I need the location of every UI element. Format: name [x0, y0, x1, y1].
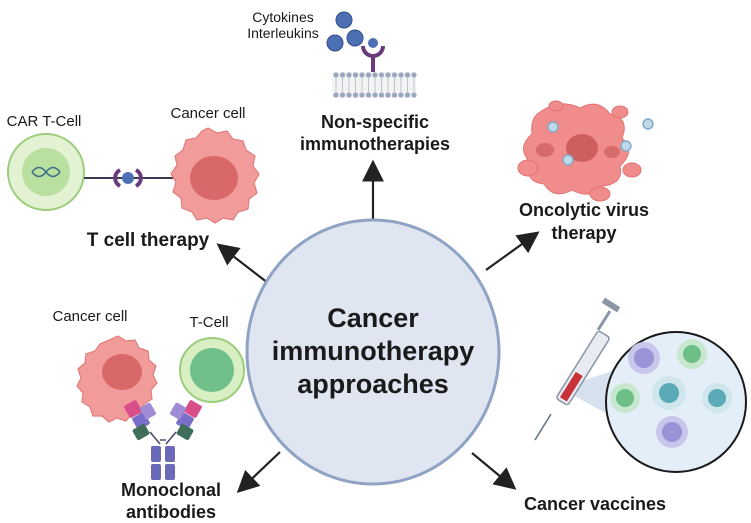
arrow-to-vaccines: [471, 452, 517, 490]
arrows: [216, 159, 540, 494]
immune-cells-icon: [610, 339, 732, 448]
center-title-line3: approaches: [297, 369, 449, 399]
center-circle: [245, 218, 501, 486]
cytokine-ball-icon: [335, 11, 353, 29]
lipid-head: [391, 72, 398, 78]
nonspecific-group: Cytokines Interleukins Non-specific immu…: [247, 9, 450, 154]
lipid-head: [359, 92, 365, 98]
tcell-therapy-group: CAR T-Cell Cancer cell T cell therapy: [7, 105, 260, 251]
lipid-head: [365, 92, 372, 98]
lipid-head: [339, 92, 346, 98]
cancer-nucleus-icon: [102, 354, 142, 390]
lipid-head: [398, 92, 404, 98]
lipid-head: [404, 92, 411, 98]
lipid-head: [391, 92, 398, 98]
bound-cytokine-icon: [368, 38, 378, 48]
monoclonal-title-line2: antibodies: [126, 502, 216, 522]
virus-icon: [547, 118, 654, 166]
arrow-to-tcell-therapy: [216, 243, 269, 284]
lipid-head: [398, 72, 404, 78]
tcell-nucleus-icon: [190, 348, 234, 392]
lipid-head: [352, 72, 359, 78]
lipid-head: [339, 72, 346, 78]
lipid-head: [378, 72, 385, 78]
oncolytic-title-line1: Oncolytic virus: [519, 200, 649, 220]
car-receptor-icon: [113, 168, 122, 188]
oncolytic-title-line2: therapy: [551, 223, 616, 243]
vaccines-group: Cancer vaccines: [524, 297, 747, 514]
arrow-to-oncolytic: [485, 231, 540, 271]
tumor-nucleus-icon: [536, 143, 554, 157]
nonspecific-title-line2: immunotherapies: [300, 134, 450, 154]
cancer-cell-label-bottom: Cancer cell: [52, 308, 127, 325]
center-title-line2: immunotherapy: [272, 336, 475, 366]
lipid-head: [404, 72, 411, 78]
lipid-head: [411, 72, 417, 78]
antigen-receptor-icon: [134, 168, 143, 188]
lipid-head: [359, 72, 365, 78]
lipid-head: [365, 72, 372, 78]
lipid-head: [346, 72, 352, 78]
lipid-head: [378, 92, 385, 98]
oncolytic-group: Oncolytic virus therapy: [517, 100, 654, 243]
cancer-nucleus-icon: [190, 156, 238, 200]
syringe-icon: [534, 297, 621, 441]
dna-icon: [31, 166, 61, 178]
lipid-head: [372, 92, 378, 98]
lipid-head: [333, 72, 339, 78]
center-title-line1: Cancer: [327, 303, 419, 333]
cytokine-ball-icon: [326, 34, 344, 52]
cytokine-ball-icon: [346, 29, 364, 47]
lipid-head: [333, 92, 339, 98]
lipid-head: [385, 72, 391, 78]
lipid-head: [372, 72, 378, 78]
monoclonal-group: Cancer cell T-Cell Monoclonal antibodies: [52, 308, 245, 522]
tcell-therapy-title: T cell therapy: [87, 230, 210, 251]
antigen-icon: [122, 172, 134, 184]
tumor-nucleus-icon: [604, 146, 620, 158]
nonspecific-title-line1: Non-specific: [321, 112, 429, 132]
arrow-to-monoclonal: [236, 451, 281, 494]
lipid-head: [411, 92, 417, 98]
car-tcell-label: CAR T-Cell: [7, 113, 82, 130]
monoclonal-title-line1: Monoclonal: [121, 480, 221, 500]
membrane-icon: [332, 72, 417, 98]
tumor-nucleus-icon: [566, 134, 598, 162]
interleukins-label: Interleukins: [247, 25, 319, 41]
lipid-head: [346, 92, 352, 98]
antibody-icon: [124, 400, 202, 480]
cancer-cell-label-top: Cancer cell: [170, 105, 245, 122]
lipid-head: [352, 92, 359, 98]
cytokines-label: Cytokines: [252, 9, 313, 25]
lipid-head: [385, 92, 391, 98]
center-node: Cancer immunotherapy approaches: [245, 218, 501, 486]
vaccines-title: Cancer vaccines: [524, 494, 666, 514]
tcell-label: T-Cell: [189, 314, 228, 331]
